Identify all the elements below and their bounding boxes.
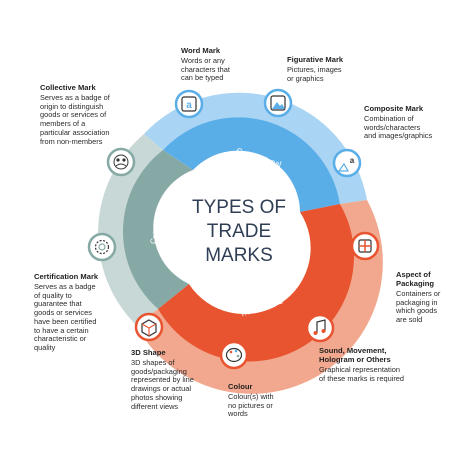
badge-gear-icon	[87, 232, 117, 262]
packaging-label: Aspect of Packaging Containers or packag…	[396, 270, 472, 325]
colour-title: Colour	[228, 382, 253, 391]
center-circle	[177, 167, 301, 291]
outer-ring-non-conventional	[136, 200, 383, 394]
music-note-icon	[305, 313, 335, 343]
shape3d-title: 3D Shape	[131, 348, 166, 357]
center-title-line-3: MARKS	[205, 245, 273, 266]
picture-icon	[263, 88, 293, 118]
collective-mark-desc: Serves as a badge of origin to distingui…	[40, 92, 110, 146]
outer-ring-conventional	[144, 92, 367, 204]
cube-icon	[134, 312, 164, 342]
sound-mark-title: Sound, Movement, Hologram or Others	[319, 346, 391, 364]
figurative-mark-title: Figurative Mark	[287, 55, 344, 64]
colour-desc: Colour(s) with no pictures or words	[228, 391, 274, 419]
figurative-mark-label: Figurative Mark Pictures, images or grap…	[287, 55, 377, 83]
certification-mark-desc: Serves as a badge of quality to guarante…	[34, 281, 97, 353]
packaging-desc: Containers or packaging in which goods a…	[396, 288, 441, 325]
segment-non-conventional	[158, 204, 355, 362]
palette-icon	[219, 340, 249, 370]
package-icon	[350, 231, 380, 261]
collective-mark-title: Collective Mark	[40, 83, 96, 92]
svg-text:a: a	[186, 100, 192, 111]
collective-mark-label: Collective Mark Serves as a badge of ori…	[40, 83, 140, 146]
certification-mark-title: Certification Mark	[34, 272, 99, 281]
outer-ring-collective	[98, 134, 163, 325]
group-icon	[106, 147, 136, 177]
letter-a-icon: a	[174, 89, 204, 119]
sound-mark-label: Sound, Movement, Hologram or Others Grap…	[319, 346, 439, 383]
segment-conventional	[163, 117, 340, 212]
sound-mark-desc: Graphical representation of these marks …	[319, 364, 405, 383]
shape3d-desc: 3D shapes of goods/packaging represented…	[131, 357, 194, 411]
word-mark-label: Word Mark Words or any characters that c…	[181, 46, 261, 83]
colour-label: Colour Colour(s) with no pictures or wor…	[228, 382, 298, 419]
segment-collective	[122, 150, 193, 309]
word-mark-title: Word Mark	[181, 46, 221, 55]
center-title-line-2: TRADE	[207, 221, 271, 242]
certification-mark-label: Certification Mark Serves as a badge of …	[34, 272, 134, 353]
composite-mark-desc: Combination of words/characters and imag…	[364, 113, 433, 141]
shape3d-label: 3D Shape 3D shapes of goods/packaging re…	[131, 348, 221, 411]
composite-mark-title: Composite Mark	[364, 104, 424, 113]
center-title-line-1: TYPES OF	[192, 197, 286, 218]
word-mark-desc: Words or any characters that can be type…	[181, 55, 230, 83]
packaging-title: Aspect of Packaging	[396, 270, 434, 288]
svg-text:a: a	[350, 156, 355, 165]
composite-mark-label: Composite Mark Combination of words/char…	[364, 104, 470, 141]
figurative-mark-desc: Pictures, images or graphics	[287, 64, 342, 83]
letter-picture-icon: a	[332, 148, 362, 178]
